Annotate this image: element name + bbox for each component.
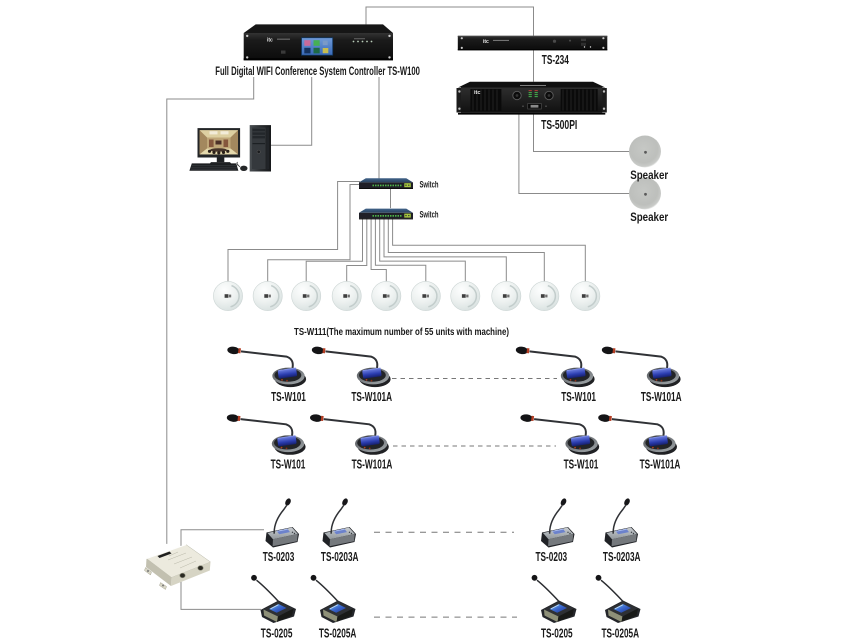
- svg-text:itc: itc: [474, 90, 480, 96]
- svg-text:Switch: Switch: [419, 179, 438, 190]
- svg-text:TS-234: TS-234: [542, 53, 569, 67]
- svg-text:Speaker: Speaker: [630, 211, 668, 224]
- svg-text:Switch: Switch: [419, 209, 438, 220]
- svg-text:itc: itc: [267, 38, 273, 44]
- svg-text:TS-W101: TS-W101: [271, 458, 306, 472]
- svg-text:TS-0205A: TS-0205A: [319, 627, 357, 640]
- svg-text:TS-W101: TS-W101: [561, 390, 596, 404]
- svg-text:TS-0205: TS-0205: [541, 627, 573, 640]
- svg-text:Full Digital WIFI Conference S: Full Digital WIFI Conference System Cont…: [215, 65, 420, 78]
- svg-text:TS-W101: TS-W101: [564, 458, 599, 472]
- svg-text:TS-0205: TS-0205: [261, 627, 293, 640]
- svg-text:TS-W101A: TS-W101A: [641, 390, 682, 404]
- svg-text:TS-0205A: TS-0205A: [602, 627, 640, 640]
- svg-text:TS-0203: TS-0203: [263, 550, 295, 564]
- svg-text:Speaker: Speaker: [630, 170, 668, 183]
- svg-text:TS-0203A: TS-0203A: [603, 550, 641, 564]
- svg-text:TS-0203: TS-0203: [535, 550, 567, 564]
- svg-text:TS-W101A: TS-W101A: [640, 458, 681, 472]
- svg-text:TS-W101A: TS-W101A: [352, 458, 393, 472]
- svg-text:TS-0203A: TS-0203A: [321, 550, 359, 564]
- svg-text:TS-500PI: TS-500PI: [541, 119, 577, 133]
- svg-text:itc: itc: [483, 39, 489, 45]
- svg-text:TS-W111(The maximum number of: TS-W111(The maximum number of 55 units w…: [294, 326, 509, 337]
- svg-text:TS-W101A: TS-W101A: [351, 390, 392, 404]
- svg-text:TS-W101: TS-W101: [271, 390, 306, 404]
